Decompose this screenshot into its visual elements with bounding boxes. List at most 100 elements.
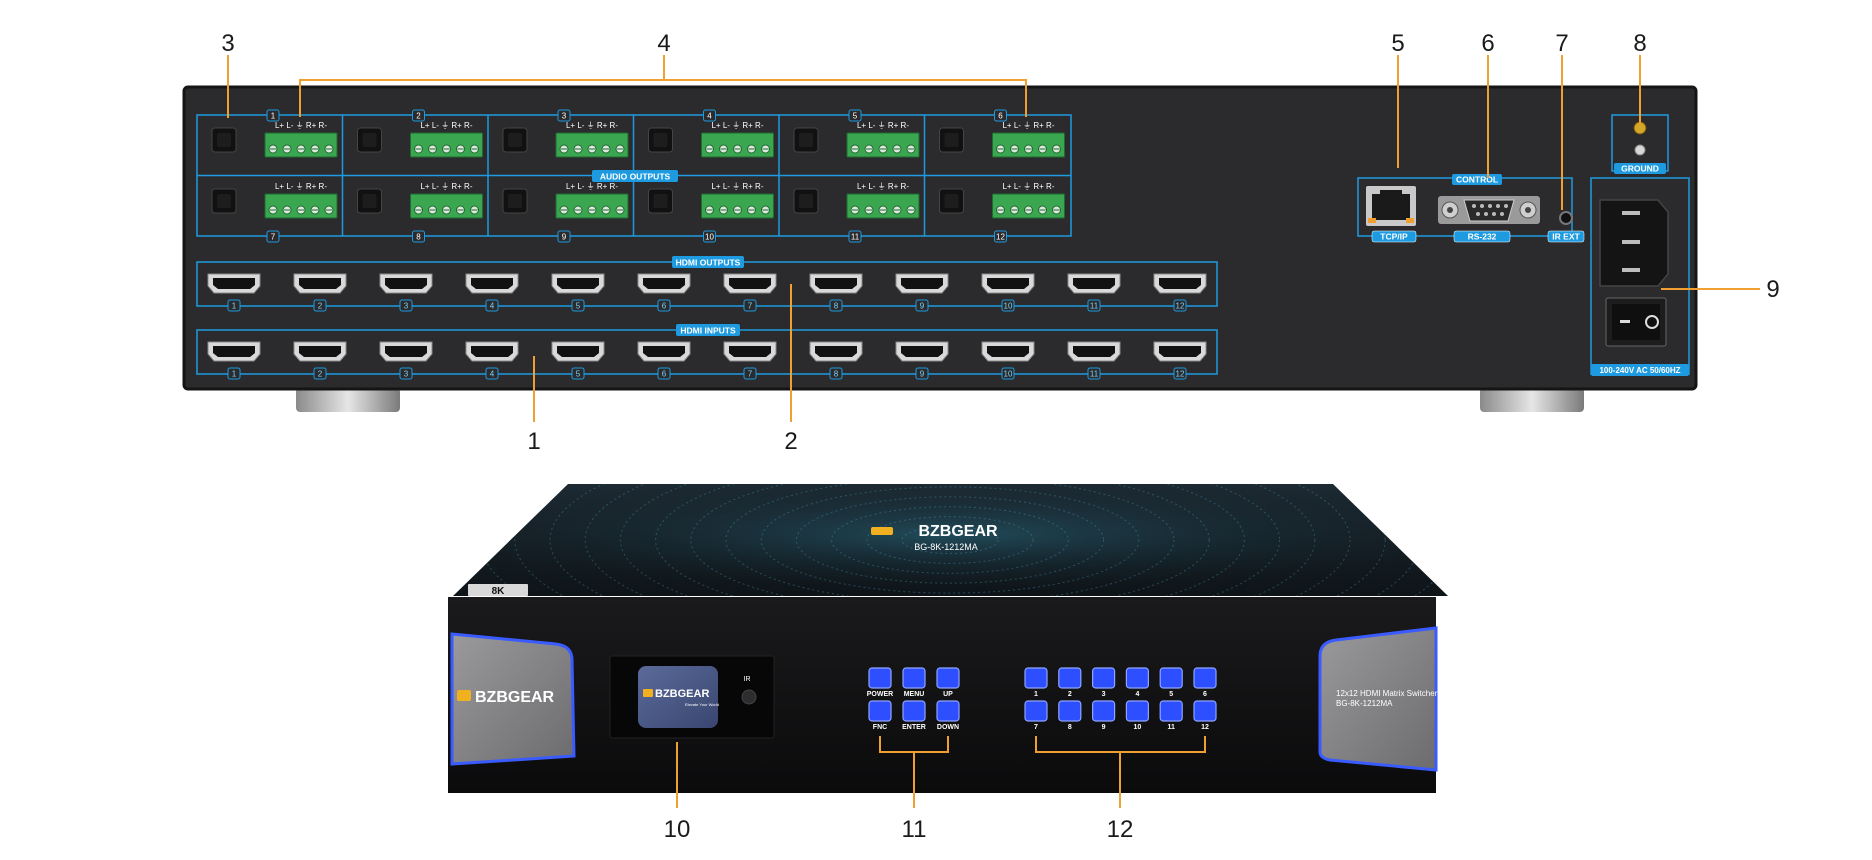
- channel-button-label: 8: [1068, 724, 1072, 731]
- control-button-label: UP: [943, 691, 953, 698]
- channel-button-5[interactable]: [1159, 667, 1183, 689]
- channel-button-8[interactable]: [1058, 700, 1082, 722]
- front-button-down[interactable]: [936, 700, 960, 722]
- hdmi-output-port-number: 12: [1176, 302, 1185, 311]
- hdmi-output-port-number: 2: [318, 302, 323, 311]
- hdmi-output-port-number: 5: [576, 302, 581, 311]
- callout-2: 2: [784, 428, 797, 455]
- hdmi-input-port-2: 2: [293, 341, 347, 380]
- hdmi-output-port-2: 2: [293, 273, 347, 312]
- control-button-label: DOWN: [937, 724, 959, 731]
- right-side-plate: [1318, 626, 1438, 772]
- control-block: CONTROL TCP/IP RS-232: [1357, 174, 1585, 243]
- front-button-power[interactable]: [868, 667, 892, 689]
- power-switch: [1605, 297, 1667, 347]
- hdmi-output-port-8: 8: [809, 273, 863, 312]
- hdmi-output-port-number: 3: [404, 302, 409, 311]
- hdmi-output-port-number: 8: [834, 302, 839, 311]
- audio-pin-label: L+ L- ⏚ R+ R-: [566, 182, 618, 191]
- audio-pin-label: L+ L- ⏚ R+ R-: [857, 121, 909, 130]
- rear-feet-right: [1480, 388, 1584, 412]
- hdmi-output-port-number: 11: [1090, 302, 1099, 311]
- channel-button-9[interactable]: [1091, 700, 1116, 722]
- badge-8k-text: 8K: [492, 586, 506, 597]
- audio-pin-label: L+ L- ⏚ R+ R-: [711, 182, 763, 191]
- audio-pin-label: L+ L- ⏚ R+ R-: [857, 182, 909, 191]
- rs232-port: [1438, 196, 1540, 224]
- audio-pin-label: L+ L- ⏚ R+ R-: [566, 121, 618, 130]
- hdmi-input-port-4: 4: [465, 341, 519, 380]
- left-side-plate: [450, 632, 576, 766]
- hdmi-input-port-10: 10: [981, 341, 1035, 380]
- audio-output-11: L+ L- ⏚ R+ R-11: [793, 182, 920, 243]
- hdmi-input-port-number: 1: [232, 370, 237, 379]
- hdmi-input-port-3: 3: [379, 341, 433, 380]
- hdmi-input-port-8: 8: [809, 341, 863, 380]
- audio-output-number: 8: [416, 233, 421, 242]
- callout-3: 3: [221, 30, 234, 57]
- audio-output-number: 6: [998, 112, 1003, 121]
- audio-pin-label: L+ L- ⏚ R+ R-: [275, 121, 327, 130]
- audio-output-number: 3: [562, 112, 567, 121]
- audio-output-3: L+ L- ⏚ R+ R-3: [502, 109, 629, 158]
- callout-10: 10: [664, 816, 691, 843]
- front-button-menu[interactable]: [902, 667, 926, 689]
- channel-button-label: 12: [1201, 724, 1209, 731]
- lcd-tagline: Elevate Your World: [685, 702, 719, 707]
- power-label: 100-240V AC 50/60HZ: [1599, 366, 1680, 375]
- callout-4: 4: [657, 30, 670, 57]
- hdmi-input-port-11: 11: [1067, 341, 1121, 380]
- hdmi-input-port-number: 12: [1176, 370, 1185, 379]
- channel-button-label: 7: [1034, 724, 1038, 731]
- lcd-display: BZBGEAR Elevate Your World IR: [609, 655, 775, 739]
- rj45-port: [1366, 186, 1416, 226]
- channel-button-11[interactable]: [1159, 700, 1183, 722]
- callout-5: 5: [1391, 30, 1404, 57]
- callout-9: 9: [1766, 276, 1779, 303]
- channel-button-1[interactable]: [1024, 667, 1048, 689]
- channel-button-6[interactable]: [1193, 667, 1217, 689]
- channel-button-label: 6: [1203, 691, 1207, 698]
- rear-feet-left: [296, 388, 400, 412]
- callout-11: 11: [902, 816, 927, 843]
- hdmi-output-port-9: 9: [895, 273, 949, 312]
- hdmi-input-port-number: 9: [920, 370, 925, 379]
- audio-output-10: L+ L- ⏚ R+ R-10: [648, 182, 774, 243]
- hdmi-output-port-11: 11: [1067, 273, 1121, 312]
- hdmi-output-port-3: 3: [379, 273, 433, 312]
- hdmi-output-port-1: 1: [207, 273, 261, 312]
- channel-button-label: 2: [1068, 691, 1072, 698]
- channel-button-7[interactable]: [1024, 700, 1048, 722]
- ir-label: IR: [744, 676, 751, 683]
- audio-output-9: L+ L- ⏚ R+ R-9: [502, 182, 629, 243]
- hdmi-input-port-number: 10: [1004, 370, 1013, 379]
- rear-chassis: [182, 85, 1698, 391]
- front-button-up[interactable]: [936, 667, 960, 689]
- hdmi-input-port-number: 8: [834, 370, 839, 379]
- front-unit: BZBGEAR BG-8K-1212MA 8K BZBGEAR 12x12 HD…: [448, 484, 1448, 808]
- channel-button-12[interactable]: [1193, 700, 1217, 722]
- ir-ext-label: IR EXT: [1552, 232, 1580, 242]
- hdmi-input-port-number: 2: [318, 370, 323, 379]
- channel-button-3[interactable]: [1091, 667, 1116, 689]
- channel-button-10[interactable]: [1125, 700, 1150, 722]
- hdmi-output-port-number: 4: [490, 302, 495, 311]
- hdmi-input-port-number: 4: [490, 370, 495, 379]
- audio-pin-label: L+ L- ⏚ R+ R-: [1002, 182, 1054, 191]
- hdmi-input-port-number: 7: [748, 370, 753, 379]
- callout-7: 7: [1555, 30, 1568, 57]
- channel-button-label: 3: [1102, 691, 1106, 698]
- channel-button-4[interactable]: [1125, 667, 1150, 689]
- callout-8: 8: [1633, 30, 1646, 57]
- hdmi-output-port-7: 7: [723, 273, 777, 312]
- front-button-fnc[interactable]: [868, 700, 892, 722]
- channel-button-2[interactable]: [1058, 667, 1082, 689]
- hdmi-output-port-number: 7: [748, 302, 753, 311]
- front-button-enter[interactable]: [902, 700, 926, 722]
- audio-output-number: 5: [853, 112, 858, 121]
- badge-8k: [468, 584, 528, 596]
- channel-button-label: 1: [1034, 691, 1038, 698]
